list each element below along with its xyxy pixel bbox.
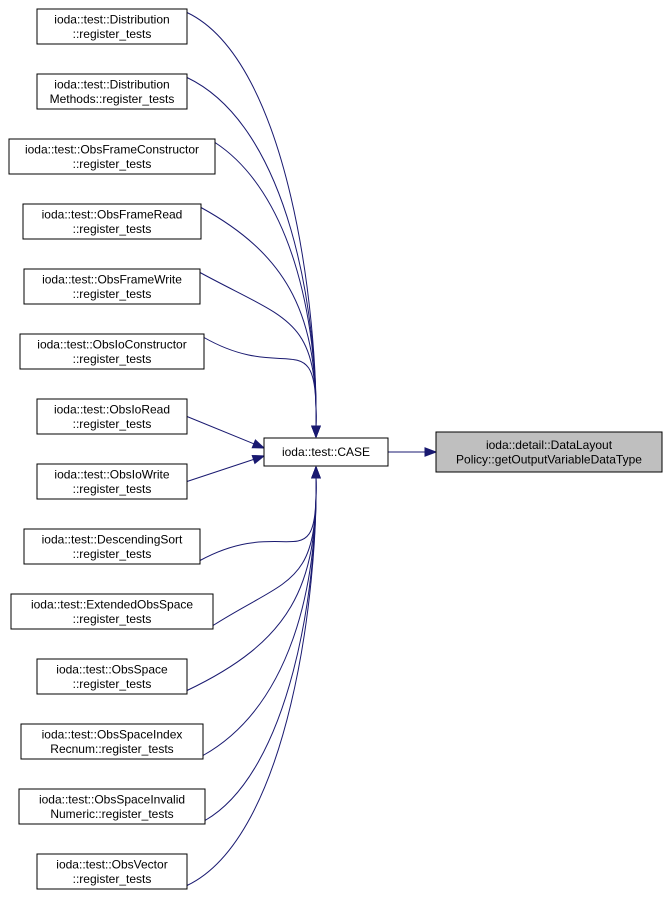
caller-ioda-test-obsspaceinvalidnumeric-register-tests[interactable]: ioda::test::ObsSpaceInvalidNumeric::regi… (18, 788, 206, 825)
caller-ioda-test-obsframeread-register-tests-label-line-1: ioda::test::ObsFrameRead (42, 207, 183, 221)
caller-ioda-test-obsioread-register-tests-label-line-1: ioda::test::ObsIoRead (54, 402, 170, 416)
caller-ioda-test-obsframeconstructor-register-tests-box (8, 138, 216, 175)
caller-ioda-test-obsvector-register-tests-box (36, 853, 188, 890)
caller-ioda-test-descendingsort-register-tests-label-line-1: ioda::test::DescendingSort (42, 532, 183, 546)
caller-ioda-test-obsioread-register-tests-label-line-2: ::register_tests (73, 417, 152, 431)
caller-ioda-test-extendedobsspace-register-tests-box (10, 593, 214, 630)
caller-ioda-test-obsioread-register-tests-box (36, 398, 188, 435)
caller-ioda-test-obsspace-register-tests-label-line-1: ioda::test::ObsSpace (56, 662, 168, 676)
caller-ioda-test-obsspaceinvalidnumeric-register-tests-box (18, 788, 206, 825)
edge-caller-ioda-test-distribution-register-tests-to-hub (186, 12, 317, 428)
edge-caller-ioda-test-obsspaceindexrecnum-register-tests-to-hub (202, 476, 317, 756)
caller-ioda-test-extendedobsspace-register-tests-label-line-1: ioda::test::ExtendedObsSpace (31, 597, 193, 611)
caller-ioda-test-obsvector-register-tests[interactable]: ioda::test::ObsVector::register_tests (36, 853, 188, 890)
target-node-get-output-variable-data-type-label-line-1: ioda::detail::DataLayout (486, 438, 613, 452)
caller-ioda-test-distribution-register-tests-label-line-2: ::register_tests (73, 27, 152, 41)
caller-ioda-test-obsspace-register-tests-label-line-2: ::register_tests (73, 677, 152, 691)
caller-ioda-test-obsframeconstructor-register-tests[interactable]: ioda::test::ObsFrameConstructor::registe… (8, 138, 216, 175)
caller-ioda-test-extendedobsspace-register-tests-label-line-2: ::register_tests (73, 612, 152, 626)
caller-ioda-test-obsspaceindexrecnum-register-tests-box (20, 723, 204, 760)
caller-ioda-test-obsioread-register-tests[interactable]: ioda::test::ObsIoRead::register_tests (36, 398, 188, 435)
edge-caller-ioda-test-distributionmethods-register-tests-to-hub (186, 77, 317, 428)
caller-ioda-test-obsspaceindexrecnum-register-tests-label-line-1: ioda::test::ObsSpaceIndex (42, 727, 183, 741)
target-node-get-output-variable-data-type[interactable]: ioda::detail::DataLayoutPolicy::getOutpu… (435, 431, 663, 473)
caller-ioda-test-obsvector-register-tests-label-line-1: ioda::test::ObsVector (56, 857, 167, 871)
caller-ioda-test-obsframewrite-register-tests[interactable]: ioda::test::ObsFrameWrite::register_test… (23, 268, 201, 305)
caller-ioda-test-obsspaceindexrecnum-register-tests-label-line-2: Recnum::register_tests (50, 742, 173, 756)
hub-node-ioda-test-case-label-line-1: ioda::test::CASE (282, 445, 370, 459)
caller-ioda-test-obsframewrite-register-tests-box (23, 268, 201, 305)
edge-caller-ioda-test-extendedobsspace-register-tests-to-hub (212, 476, 317, 626)
hub-node-ioda-test-case-box (263, 437, 389, 467)
caller-ioda-test-distributionmethods-register-tests[interactable]: ioda::test::DistributionMethods::registe… (36, 73, 188, 110)
edges-layer (186, 12, 438, 886)
edge-caller-ioda-test-obsframeconstructor-register-tests-to-hub (214, 142, 317, 428)
caller-ioda-test-obsioconstructor-register-tests-label-line-2: ::register_tests (73, 352, 152, 366)
caller-ioda-test-distributionmethods-register-tests-label-line-1: ioda::test::Distribution (54, 77, 169, 91)
caller-ioda-test-distribution-register-tests[interactable]: ioda::test::Distribution::register_tests (36, 8, 188, 45)
caller-ioda-test-obsvector-register-tests-label-line-2: ::register_tests (73, 872, 152, 886)
caller-ioda-test-obsframewrite-register-tests-label-line-2: ::register_tests (73, 287, 152, 301)
caller-ioda-test-obsioconstructor-register-tests-label-line-1: ioda::test::ObsIoConstructor (37, 337, 186, 351)
caller-ioda-test-obsframeread-register-tests[interactable]: ioda::test::ObsFrameRead::register_tests (22, 203, 202, 240)
edge-caller-ioda-test-obsspaceinvalidnumeric-register-tests-to-hub (204, 476, 317, 821)
arrowhead-caller-ioda-test-obsioread-register-tests (251, 439, 266, 449)
caller-ioda-test-obsspaceinvalidnumeric-register-tests-label-line-1: ioda::test::ObsSpaceInvalid (39, 792, 185, 806)
caller-ioda-test-descendingsort-register-tests[interactable]: ioda::test::DescendingSort::register_tes… (23, 528, 201, 565)
arrowhead-caller-ioda-test-obsiowrite-register-tests (251, 454, 266, 465)
edge-caller-ioda-test-obsiowrite-register-tests-to-hub (186, 458, 255, 482)
caller-ioda-test-obsframewrite-register-tests-label-line-1: ioda::test::ObsFrameWrite (42, 272, 182, 286)
caller-ioda-test-descendingsort-register-tests-box (23, 528, 201, 565)
caller-ioda-test-obsioconstructor-register-tests[interactable]: ioda::test::ObsIoConstructor::register_t… (19, 333, 205, 370)
caller-ioda-test-obsspaceindexrecnum-register-tests[interactable]: ioda::test::ObsSpaceIndexRecnum::registe… (20, 723, 204, 760)
edge-caller-ioda-test-descendingsort-register-tests-to-hub (199, 476, 317, 561)
caller-ioda-test-distributionmethods-register-tests-label-line-2: Methods::register_tests (50, 92, 175, 106)
edge-caller-ioda-test-obsframewrite-register-tests-to-hub (199, 272, 317, 428)
caller-ioda-test-obsspace-register-tests-box (36, 658, 188, 695)
edge-caller-ioda-test-obsvector-register-tests-to-hub (186, 476, 317, 886)
caller-ioda-test-obsspaceinvalidnumeric-register-tests-label-line-2: Numeric::register_tests (50, 807, 173, 821)
edge-caller-ioda-test-obsioconstructor-register-tests-to-hub (203, 337, 317, 428)
arrowhead-caller-ioda-test-obsvector-register-tests (311, 465, 321, 479)
caller-ioda-test-obsioconstructor-register-tests-box (19, 333, 205, 370)
nodes-layer: ioda::test::Distribution::register_tests… (8, 8, 663, 890)
arrowhead-hub-to-target (424, 447, 438, 457)
caller-ioda-test-distribution-register-tests-label-line-1: ioda::test::Distribution (54, 12, 169, 26)
caller-ioda-test-obsiowrite-register-tests-box (36, 463, 188, 500)
caller-ioda-test-obsframeread-register-tests-label-line-2: ::register_tests (73, 222, 152, 236)
caller-ioda-test-obsframeread-register-tests-box (22, 203, 202, 240)
edge-caller-ioda-test-obsioread-register-tests-to-hub (186, 416, 255, 445)
caller-ioda-test-distributionmethods-register-tests-box (36, 73, 188, 110)
caller-ioda-test-descendingsort-register-tests-label-line-2: ::register_tests (73, 547, 152, 561)
hub-node-ioda-test-case[interactable]: ioda::test::CASE (263, 437, 389, 467)
edge-caller-ioda-test-obsframeread-register-tests-to-hub (200, 207, 317, 428)
caller-ioda-test-obsframeconstructor-register-tests-label-line-1: ioda::test::ObsFrameConstructor (25, 142, 199, 156)
caller-ioda-test-obsiowrite-register-tests-label-line-1: ioda::test::ObsIoWrite (54, 467, 169, 481)
caller-ioda-test-distribution-register-tests-box (36, 8, 188, 45)
caller-ioda-test-obsframeconstructor-register-tests-label-line-2: ::register_tests (73, 157, 152, 171)
caller-ioda-test-extendedobsspace-register-tests[interactable]: ioda::test::ExtendedObsSpace::register_t… (10, 593, 214, 630)
arrowhead-caller-ioda-test-obsioconstructor-register-tests (311, 425, 321, 439)
target-node-get-output-variable-data-type-label-line-2: Policy::getOutputVariableDataType (456, 452, 642, 466)
caller-ioda-test-obsiowrite-register-tests[interactable]: ioda::test::ObsIoWrite::register_tests (36, 463, 188, 500)
caller-ioda-test-obsspace-register-tests[interactable]: ioda::test::ObsSpace::register_tests (36, 658, 188, 695)
caller-ioda-test-obsiowrite-register-tests-label-line-2: ::register_tests (73, 482, 152, 496)
target-node-get-output-variable-data-type-box (435, 431, 663, 473)
